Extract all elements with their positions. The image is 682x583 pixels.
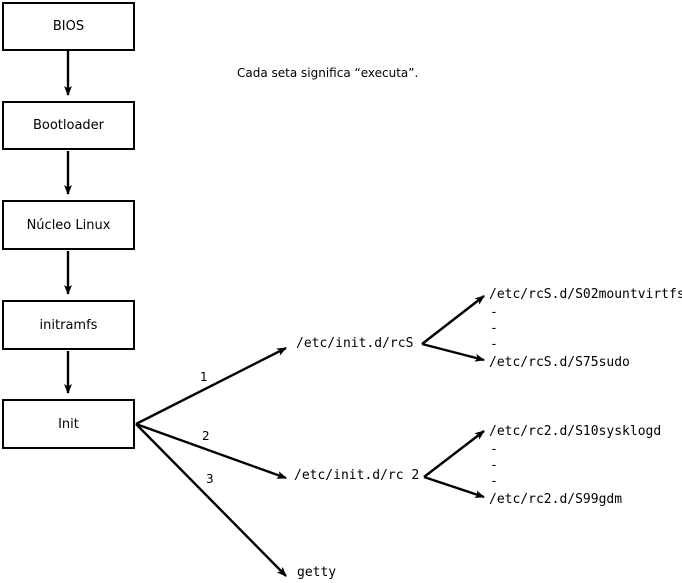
legend-note: Cada seta significa “executa”. xyxy=(237,66,419,80)
node-kernel[interactable]: Núcleo Linux xyxy=(2,200,135,250)
target-rcS[interactable]: /etc/init.d/rcS xyxy=(296,336,414,351)
node-initramfs[interactable]: initramfs xyxy=(2,300,135,350)
rc2-script-last[interactable]: /etc/rc2.d/S99gdm xyxy=(489,492,623,507)
node-bootloader-label: Bootloader xyxy=(32,118,105,133)
rcS-ellipsis-1: - xyxy=(490,305,498,320)
arrow-rcS-to-first-script xyxy=(421,295,485,345)
node-kernel-label: Núcleo Linux xyxy=(26,217,111,233)
target-getty[interactable]: getty xyxy=(297,565,337,580)
rc2-ellipsis-3: - xyxy=(490,474,498,489)
rc2-ellipsis-1: - xyxy=(490,442,498,457)
arrow-rc2-to-first-script xyxy=(423,430,485,478)
rcS-script-first[interactable]: /etc/rcS.d/S02mountvirtfs xyxy=(489,287,682,302)
node-bios[interactable]: BIOS xyxy=(2,2,135,51)
rcS-ellipsis-3: - xyxy=(490,337,498,352)
rc2-ellipsis-2: - xyxy=(490,458,498,473)
branch-number-3: 3 xyxy=(206,472,214,486)
arrow-init-branch-2 xyxy=(135,422,287,480)
target-rc2[interactable]: /etc/init.d/rc 2 xyxy=(294,468,420,483)
arrow-init-branch-3 xyxy=(135,423,287,577)
rcS-script-last[interactable]: /etc/rcS.d/S75sudo xyxy=(489,355,630,370)
node-initramfs-label: initramfs xyxy=(39,317,98,333)
rcS-ellipsis-2: - xyxy=(490,321,498,336)
node-init[interactable]: Init xyxy=(2,399,135,449)
rc2-script-first[interactable]: /etc/rc2.d/S10sysklogd xyxy=(489,424,662,439)
node-bootloader[interactable]: Bootloader xyxy=(2,101,135,150)
branch-number-2: 2 xyxy=(202,429,210,443)
arrow-init-branch-1 xyxy=(135,346,287,426)
node-bios-label: BIOS xyxy=(52,19,85,34)
arrow-rc2-to-last-script xyxy=(423,475,485,499)
node-init-label: Init xyxy=(58,416,79,432)
branch-number-1: 1 xyxy=(200,370,208,384)
arrow-rcS-to-last-script xyxy=(421,342,485,362)
